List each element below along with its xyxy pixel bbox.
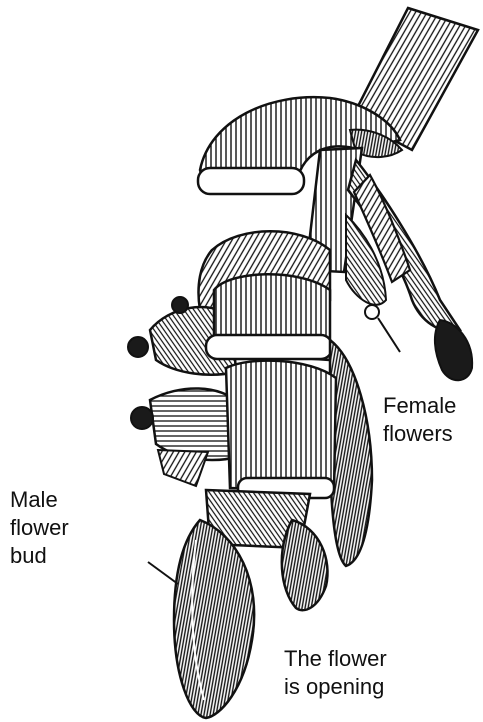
lower-left-bracts (131, 388, 240, 486)
female-flowers-leader-line (378, 318, 400, 352)
lower-middle-bract (226, 361, 336, 498)
female-flowers-label: Female flowers (383, 392, 456, 448)
female-flowers-cluster (346, 160, 472, 380)
opening-flower-bud (282, 520, 328, 610)
flower-opening-label: The flower is opening (284, 645, 387, 701)
right-side-bract (330, 340, 372, 566)
male-flower-bud-shape (174, 520, 254, 718)
male-bud-leader-line (148, 562, 178, 584)
male-flower-bud-label: Male flower bud (10, 486, 69, 570)
middle-bract (206, 274, 332, 360)
